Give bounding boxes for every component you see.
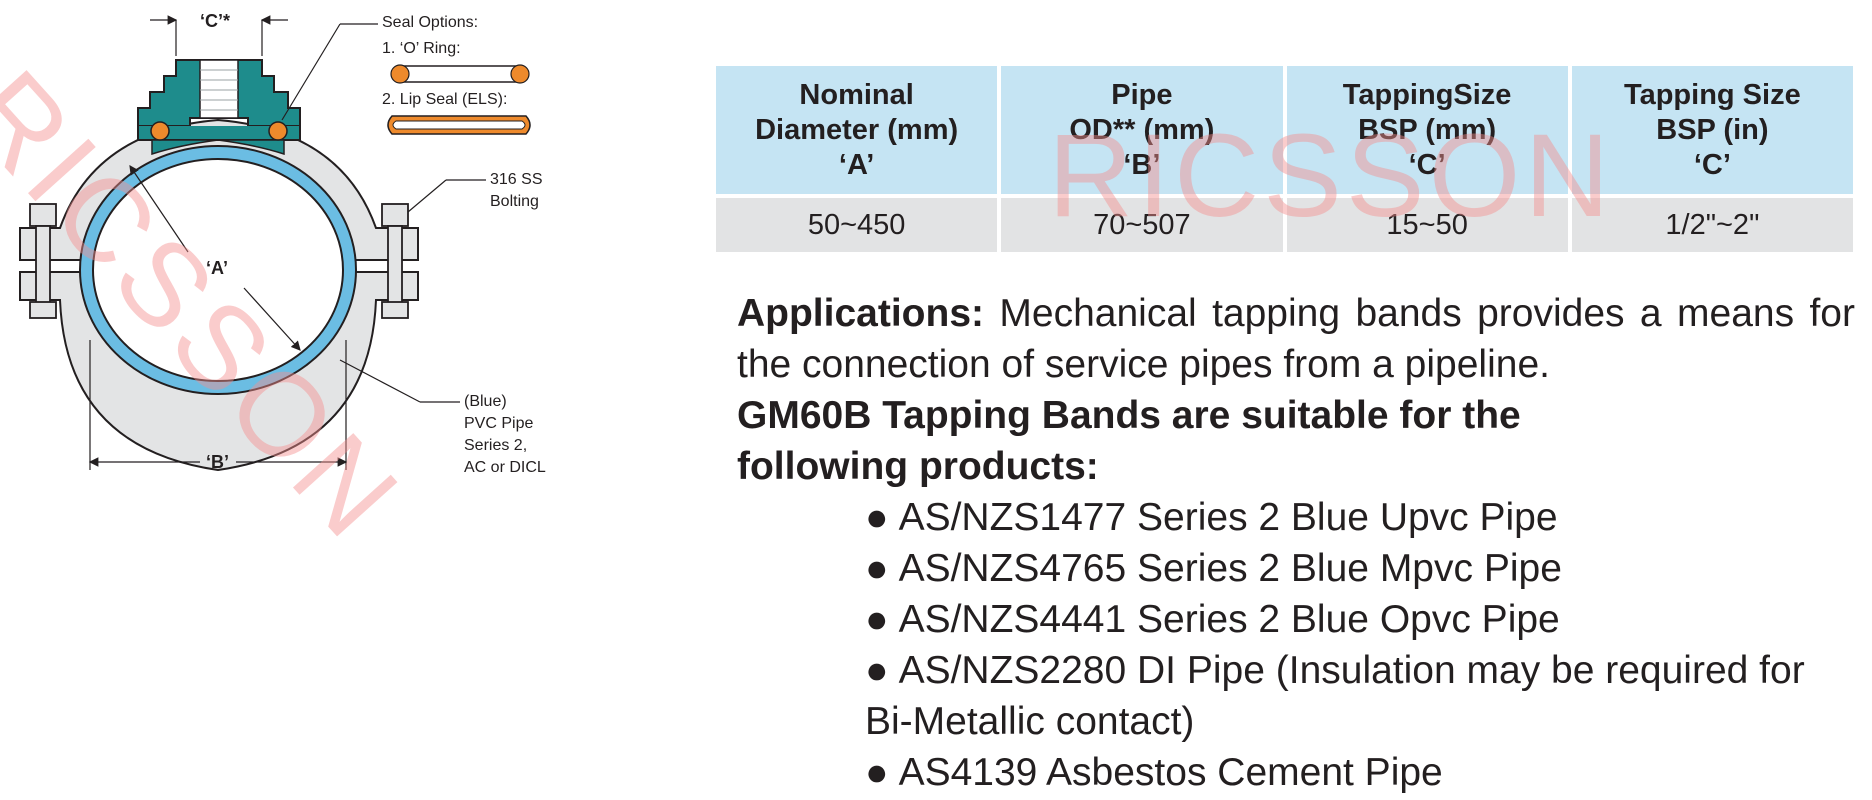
bolting-line1: 316 SS xyxy=(490,171,542,188)
pipe-line3: Series 2, xyxy=(464,437,527,454)
label-a: ‘A’ xyxy=(206,258,228,278)
bullet-icon: ● xyxy=(865,751,889,794)
pvc-pipe xyxy=(79,145,357,395)
pipe-line1: (Blue) xyxy=(464,393,507,410)
cell-tapping-size-in: 1/2"~2" xyxy=(1571,198,1853,252)
pipe-line4: AC or DICL xyxy=(464,459,546,476)
bullet-icon: ● xyxy=(865,598,889,641)
applications-paragraph: Applications: Mechanical tapping bands p… xyxy=(737,288,1855,390)
bullet-icon: ● xyxy=(865,496,889,539)
header-tapping-size-in: Tapping Size BSP (in) ‘C’ xyxy=(1571,66,1853,194)
table-row: 50~450 70~507 15~50 1/2"~2" xyxy=(716,198,1853,252)
suitable-heading: GM60B Tapping Bands are suitable for the… xyxy=(737,394,1521,488)
header-nominal-diameter: Nominal Diameter (mm) ‘A’ xyxy=(716,66,998,194)
seal-options-title: Seal Options: xyxy=(382,14,478,31)
list-item: ●AS/NZS2280 DI Pipe (Insulation may be r… xyxy=(865,649,1805,743)
seal-option-1: 1. ‘O’ Ring: xyxy=(382,40,461,57)
label-b: ‘B’ xyxy=(206,452,229,472)
spec-table: Nominal Diameter (mm) ‘A’ Pipe OD** (mm)… xyxy=(712,62,1857,256)
dimension-c: ‘C’* xyxy=(150,11,288,56)
header-tapping-size-mm: TappingSize BSP (mm) ‘C’ xyxy=(1286,66,1568,194)
cell-pipe-od: 70~507 xyxy=(1001,198,1283,252)
bolts xyxy=(29,203,409,319)
bullet-icon: ● xyxy=(865,547,889,590)
list-item: ●AS/NZS4765 Series 2 Blue Mpvc Pipe xyxy=(865,547,1562,590)
header-pipe-od: Pipe OD** (mm) ‘B’ xyxy=(1001,66,1283,194)
dimension-a: ‘A’ xyxy=(129,165,301,351)
label-c: ‘C’* xyxy=(200,11,230,31)
seal-rings xyxy=(150,121,288,141)
bolting-callout: 316 SS Bolting xyxy=(407,171,542,213)
cell-tapping-size-mm: 15~50 xyxy=(1286,198,1568,252)
list-item: ●AS4139 Asbestos Cement Pipe xyxy=(865,751,1443,794)
tapping-saddle xyxy=(137,59,301,156)
pipe-callout: (Blue) PVC Pipe Series 2, AC or DICL xyxy=(339,359,546,476)
product-list: ●AS/NZS1477 Series 2 Blue Upvc Pipe ●AS/… xyxy=(737,492,1855,798)
tapping-band-diagram: ‘C’* ‘A’ ‘B’ Seal Options: 1. ‘O’ Ring: … xyxy=(19,11,546,476)
seal-options-callout: Seal Options: 1. ‘O’ Ring: 2. Lip Seal (… xyxy=(281,14,531,135)
bolting-line2: Bolting xyxy=(490,193,539,210)
list-item: ●AS/NZS4441 Series 2 Blue Opvc Pipe xyxy=(865,598,1560,641)
bullet-icon: ● xyxy=(865,649,889,692)
table-header-row: Nominal Diameter (mm) ‘A’ Pipe OD** (mm)… xyxy=(716,66,1853,194)
applications-text: Mechanical tapping bands provides a mean… xyxy=(737,292,1855,386)
o-ring-icon xyxy=(392,65,528,83)
seal-option-2: 2. Lip Seal (ELS): xyxy=(382,91,507,108)
pipe-line2: PVC Pipe xyxy=(464,415,533,432)
description-block: Applications: Mechanical tapping bands p… xyxy=(737,288,1855,798)
applications-label: Applications: xyxy=(737,292,985,335)
list-item: ●AS/NZS1477 Series 2 Blue Upvc Pipe xyxy=(865,496,1558,539)
cell-nominal-diameter: 50~450 xyxy=(716,198,998,252)
dimension-b: ‘B’ xyxy=(88,340,348,472)
